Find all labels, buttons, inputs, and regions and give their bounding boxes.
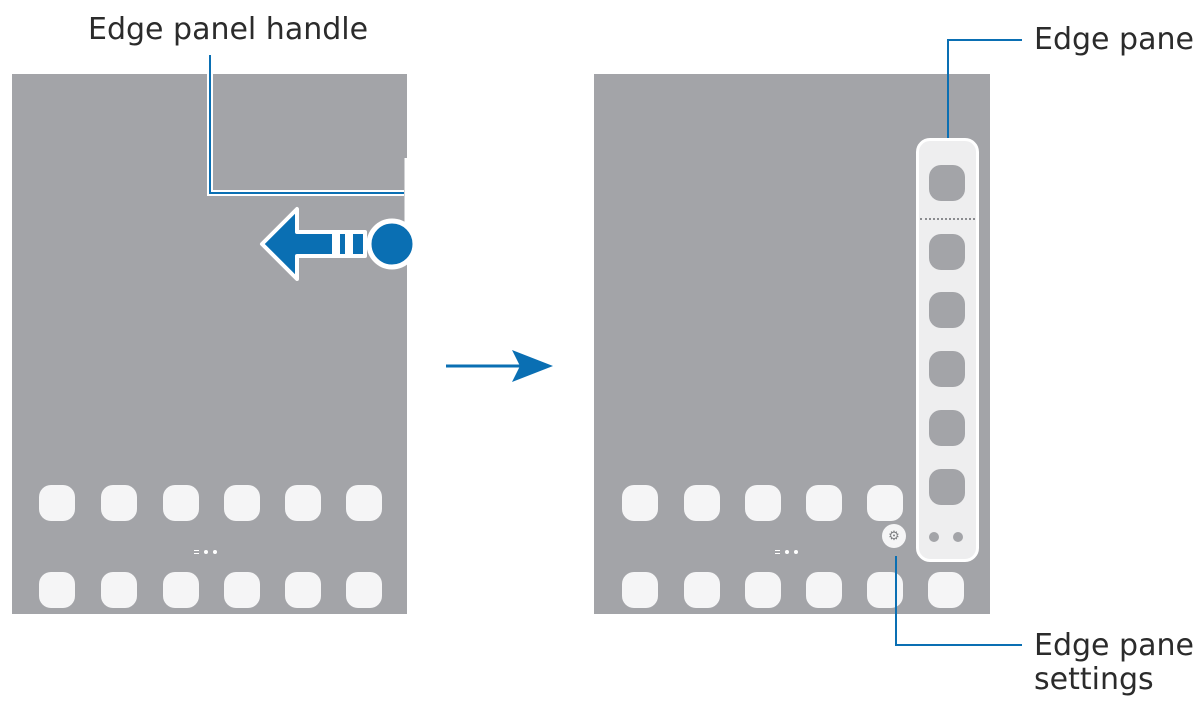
- app-icon[interactable]: [684, 572, 720, 608]
- home-page-indicator: [194, 550, 199, 554]
- app-icon[interactable]: [163, 485, 199, 521]
- edge-panel-app-icon[interactable]: [929, 165, 965, 201]
- app-icon[interactable]: [745, 485, 781, 521]
- app-icon[interactable]: [346, 485, 382, 521]
- edge-panel-page-dot[interactable]: [953, 532, 963, 542]
- app-icon[interactable]: [285, 485, 321, 521]
- app-icon[interactable]: [745, 572, 781, 608]
- page-indicator[interactable]: [194, 550, 217, 554]
- app-icon[interactable]: [39, 485, 75, 521]
- app-icon[interactable]: [285, 572, 321, 608]
- edge-panel-app-icon[interactable]: [929, 351, 965, 387]
- app-icon[interactable]: [806, 485, 842, 521]
- swipe-left-arrow-icon: [260, 207, 418, 281]
- arrow-right-icon: [446, 350, 553, 382]
- edge-panel-separator: [920, 218, 975, 220]
- app-icon[interactable]: [684, 485, 720, 521]
- app-icon[interactable]: [101, 485, 137, 521]
- edge-panel-handle-callout-line: [207, 55, 404, 196]
- gear-icon[interactable]: ⚙: [882, 524, 906, 548]
- app-icon[interactable]: [224, 485, 260, 521]
- app-icon[interactable]: [101, 572, 137, 608]
- app-icon[interactable]: [163, 572, 199, 608]
- page-dot: [794, 550, 798, 554]
- page-dot: [213, 550, 217, 554]
- app-icon[interactable]: [39, 572, 75, 608]
- page-dot: [785, 550, 789, 554]
- edge-panel-settings-callout-line: [895, 556, 1022, 646]
- app-icon[interactable]: [806, 572, 842, 608]
- page-indicator[interactable]: [775, 550, 798, 554]
- edge-panel-handle-callout-line: [209, 55, 404, 194]
- app-icon[interactable]: [346, 572, 382, 608]
- edge-panel-app-icon[interactable]: [929, 410, 965, 446]
- page-dot: [204, 550, 208, 554]
- app-icon[interactable]: [622, 485, 658, 521]
- app-icon[interactable]: [928, 572, 964, 608]
- app-icon[interactable]: [622, 572, 658, 608]
- app-icon[interactable]: [224, 572, 260, 608]
- app-icon[interactable]: [867, 485, 903, 521]
- edge-panel-app-icon[interactable]: [929, 234, 965, 270]
- edge-panel-settings-label-line1: Edge panel: [1034, 628, 1193, 663]
- edge-panel[interactable]: [916, 138, 979, 562]
- edge-panel-settings-label-line2: settings: [1034, 662, 1154, 697]
- home-screen-after: ⚙: [594, 74, 990, 614]
- edge-panel-label: Edge panel: [1034, 22, 1193, 57]
- edge-panel-app-icon[interactable]: [929, 469, 965, 505]
- edge-panel-page-dot[interactable]: [929, 532, 939, 542]
- edge-panel-callout-line: [947, 39, 1022, 138]
- home-page-indicator: [775, 550, 780, 554]
- edge-panel-app-icon[interactable]: [929, 292, 965, 328]
- edge-panel-handle-label: Edge panel handle: [88, 12, 369, 47]
